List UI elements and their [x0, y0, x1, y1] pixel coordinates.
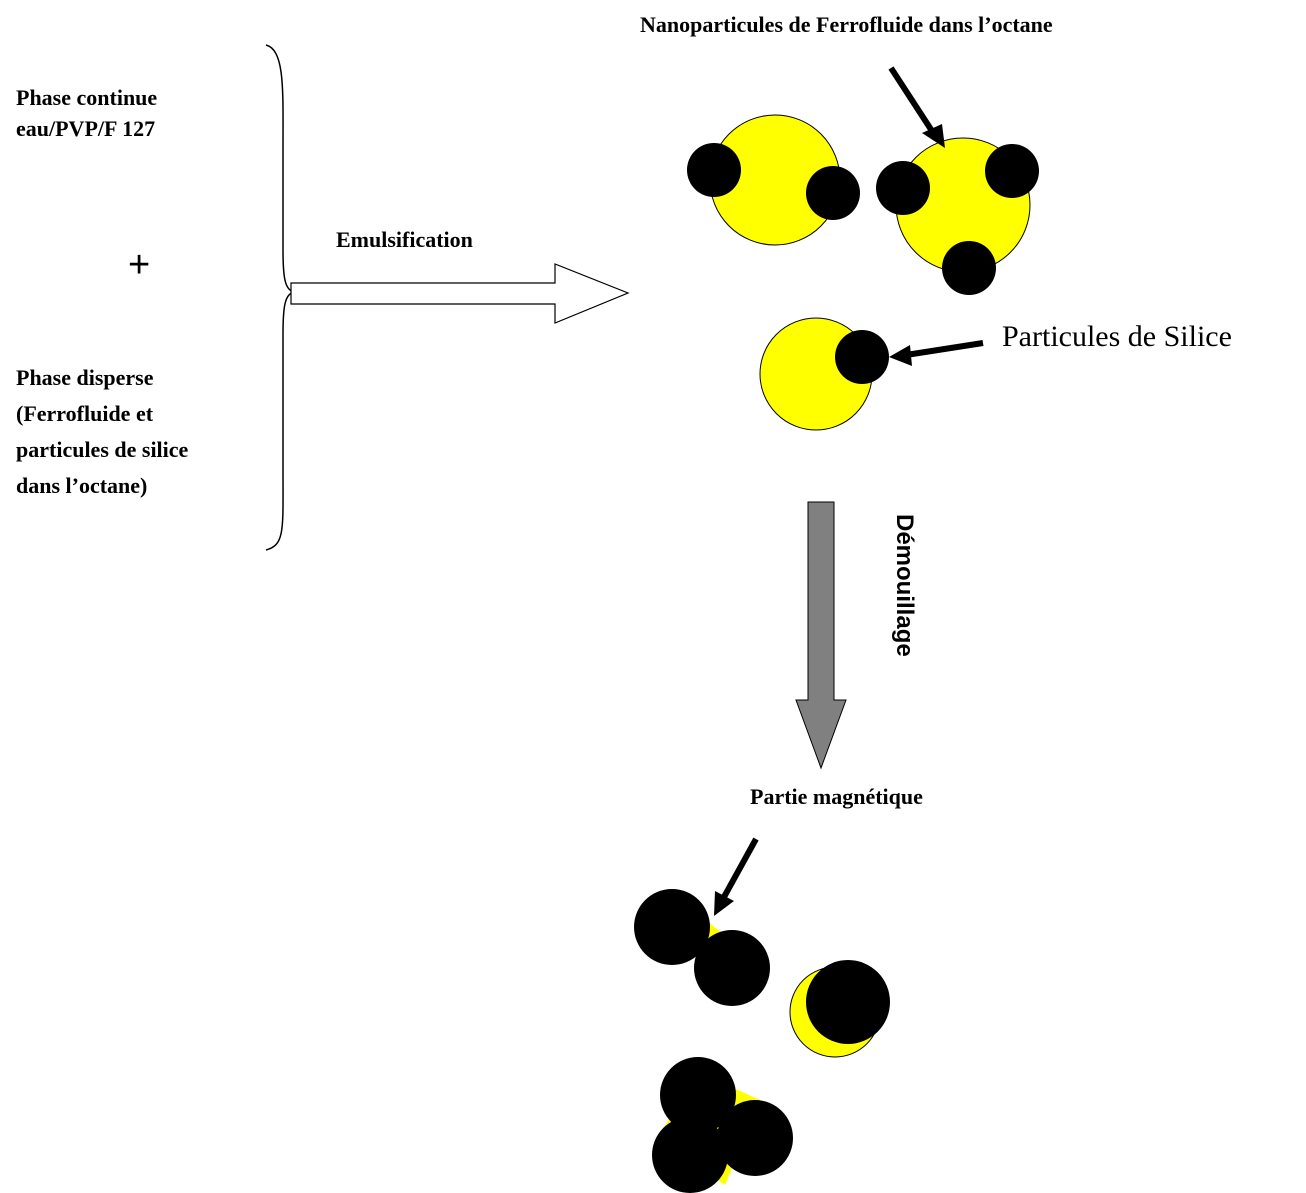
- ferrofluid-nanoparticle: [942, 241, 996, 295]
- curly-brace: [265, 44, 295, 551]
- ferrofluid-nanoparticle: [687, 143, 741, 197]
- pointer-arrow-line: [888, 66, 935, 133]
- pointer-arrowhead: [714, 891, 734, 916]
- magnetic-particle: [660, 1057, 736, 1133]
- phase-disperse-label: Phase disperse (Ferrofluide et particule…: [16, 360, 188, 504]
- phase-disperse-line: Phase disperse: [16, 365, 154, 390]
- phase-disperse-line: particules de silice: [16, 437, 189, 462]
- silica-particle: [835, 330, 889, 384]
- emulsification-label: Emulsification: [336, 227, 473, 252]
- magnetic-particle: [652, 1117, 728, 1193]
- phase-disperse-line: dans l’octane): [16, 473, 148, 498]
- emulsification-arrow: [290, 263, 630, 324]
- phase-disperse-line: (Ferrofluide et: [16, 401, 154, 426]
- ferrofluid-nanoparticle: [985, 144, 1039, 198]
- particules-silice-label: Particules de Silice: [1002, 320, 1232, 353]
- pointer-arrow-line: [721, 837, 759, 899]
- pointer-arrowhead: [889, 345, 912, 366]
- pointer-arrowhead: [922, 124, 945, 148]
- magnetic-particle: [806, 960, 890, 1044]
- partie-magnetique-label: Partie magnétique: [750, 784, 923, 809]
- ferrofluid-nanoparticle: [806, 166, 860, 220]
- magnetic-particle: [717, 1100, 793, 1176]
- magnetic-particle: [634, 889, 710, 965]
- magnetic-particle: [694, 930, 770, 1006]
- nanoparticules-label: Nanoparticules de Ferrofluide dans l’oct…: [640, 12, 1053, 37]
- phase-continue-label: Phase continue eau/PVP/F 127: [16, 82, 157, 144]
- phase-continue-line: Phase continue: [16, 85, 158, 110]
- pointer-arrow-line: [905, 340, 984, 358]
- ferrofluid-nanoparticle: [876, 161, 930, 215]
- demouillage-arrow: [795, 501, 847, 770]
- plus-sign: +: [128, 244, 151, 286]
- phase-continue-line: eau/PVP/F 127: [16, 116, 156, 141]
- demouillage-label: Démouillage: [891, 514, 918, 657]
